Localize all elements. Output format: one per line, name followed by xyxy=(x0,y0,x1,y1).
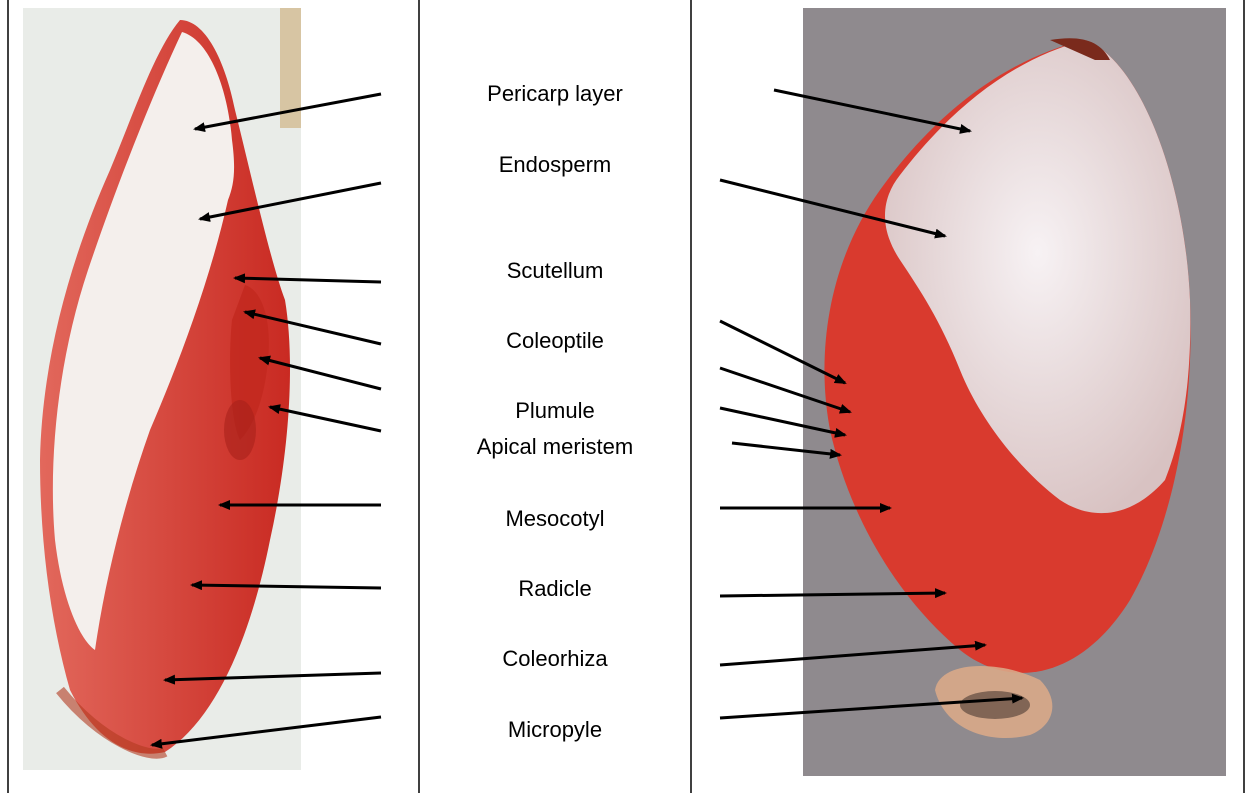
label-mesocotyl: Mesocotyl xyxy=(505,506,604,531)
label-micropyle: Micropyle xyxy=(508,717,602,742)
label-pericarp-layer: Pericarp layer xyxy=(487,81,623,106)
part-labels: Pericarp layer Endosperm Scutellum Coleo… xyxy=(477,81,633,742)
label-coleorhiza: Coleorhiza xyxy=(502,646,608,671)
left-seed-photo xyxy=(23,8,301,770)
label-endosperm: Endosperm xyxy=(499,152,612,177)
right-seed-photo xyxy=(803,8,1226,776)
label-radicle: Radicle xyxy=(518,576,591,601)
label-coleoptile: Coleoptile xyxy=(506,328,604,353)
label-plumule: Plumule xyxy=(515,398,594,423)
label-apical-meristem: Apical meristem xyxy=(477,434,633,459)
label-scutellum: Scutellum xyxy=(507,258,604,283)
